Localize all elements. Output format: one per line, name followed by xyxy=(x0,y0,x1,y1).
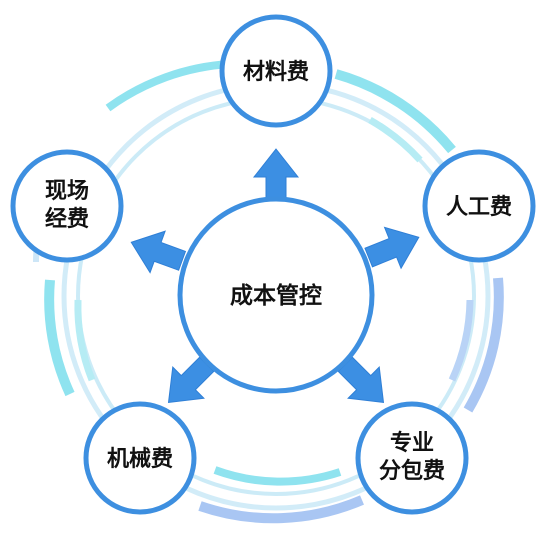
center-node: 成本管控 xyxy=(177,196,375,394)
node-label-machinery: 机械费 xyxy=(107,447,173,472)
node-label-subcontract-line2: 分包费 xyxy=(379,458,445,484)
arrow-upper-left-icon xyxy=(130,230,187,274)
arrow-up-icon xyxy=(252,148,300,204)
node-materials: 材料费 xyxy=(219,14,333,128)
node-label-site-line1: 现场 xyxy=(45,179,89,204)
node-subcontract: 专业 分包费 xyxy=(355,401,469,515)
node-label-site-line2: 经费 xyxy=(45,206,89,232)
node-machinery: 机械费 xyxy=(83,401,197,515)
center-label: 成本管控 xyxy=(230,282,322,309)
node-label-labor: 人工费 xyxy=(446,195,512,220)
arrow-upper-right-icon xyxy=(364,226,420,270)
arrow-lower-left-icon xyxy=(167,356,215,404)
arrow-lower-right-icon xyxy=(337,356,385,404)
node-labor: 人工费 xyxy=(422,149,536,263)
node-site: 现场 经费 xyxy=(10,149,124,263)
node-label-subcontract-line1: 专业 xyxy=(390,430,434,456)
node-label-materials: 材料费 xyxy=(243,60,309,85)
